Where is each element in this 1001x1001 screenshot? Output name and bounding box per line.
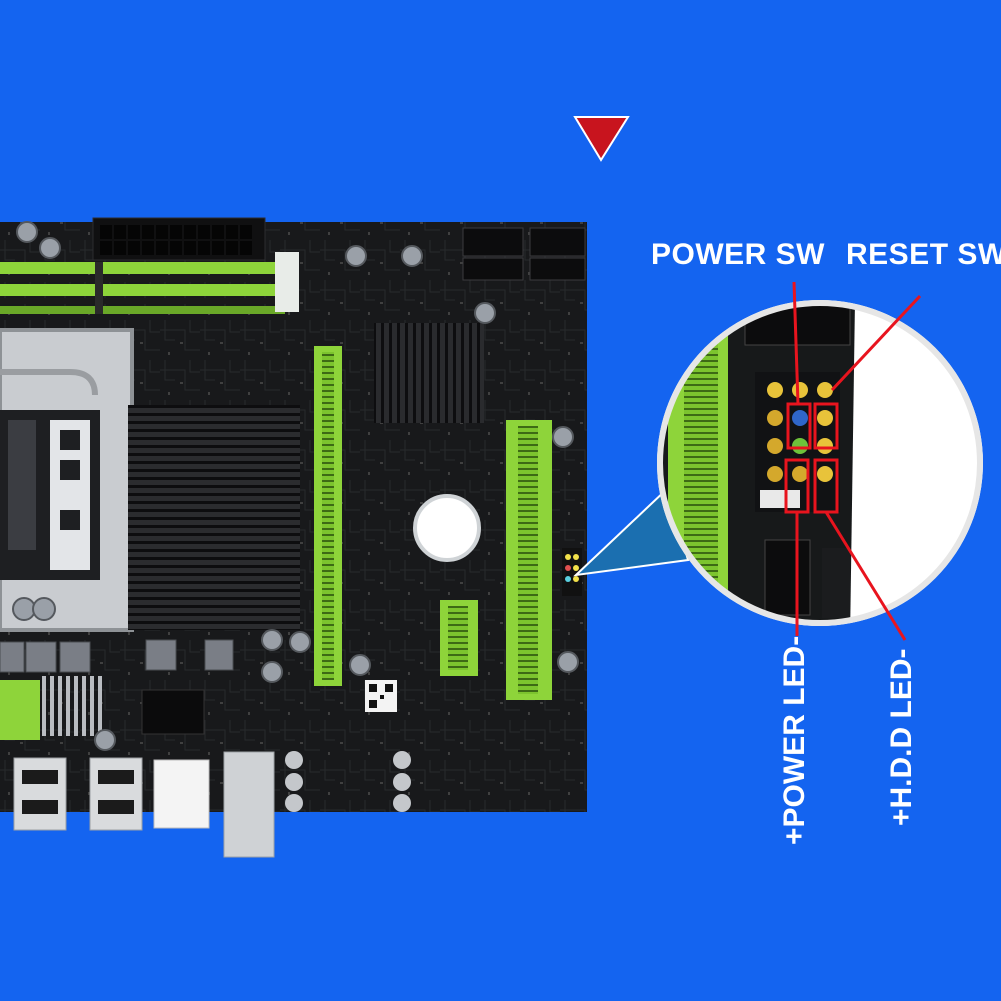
pcie-slot-3 [440, 600, 478, 676]
label-power-led: +POWER LED- [778, 635, 811, 845]
magnifier-lens [657, 300, 983, 626]
rear-io-ports [13, 751, 411, 858]
callout-lines [784, 281, 922, 641]
label-reset-sw: RESET SW [846, 238, 1001, 271]
cpu-socket [0, 328, 134, 632]
small-heatsink [374, 323, 484, 423]
ram-slots [0, 252, 299, 314]
pcie-slot-1 [314, 346, 342, 686]
triangle-down-icon [573, 116, 630, 162]
label-hdd-led: +H.D.D LED- [885, 648, 918, 826]
pcie-slot-2 [506, 420, 552, 700]
front-panel-header-board [562, 548, 582, 596]
pch-heatsink [128, 405, 300, 630]
motherboard [0, 217, 587, 858]
cmos-battery [413, 494, 481, 562]
label-power-sw: POWER SW [651, 238, 825, 271]
